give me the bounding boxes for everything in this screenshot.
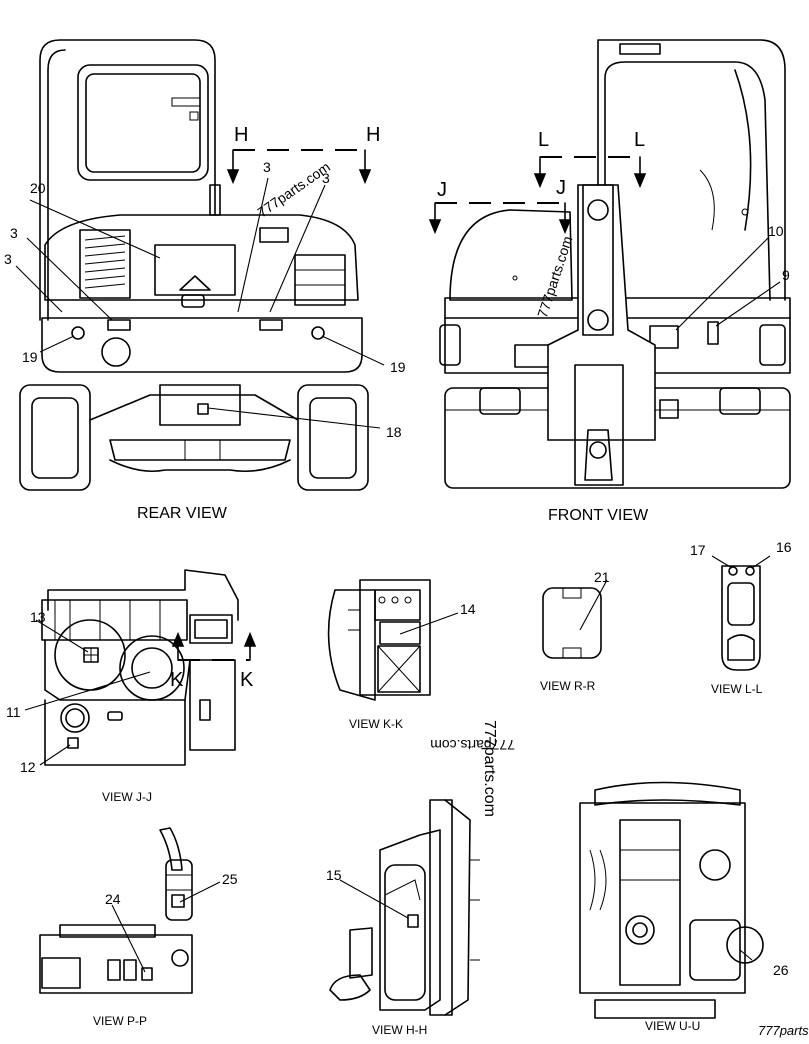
- rear-view-caption: REAR VIEW: [137, 505, 227, 522]
- view-rr-caption: VIEW R-R: [540, 679, 596, 693]
- section-h-right: H: [366, 124, 381, 146]
- callout-13: 13: [30, 609, 46, 625]
- section-k-left: K: [170, 669, 184, 691]
- callout-15: 15: [326, 867, 342, 883]
- callout-12: 12: [20, 759, 36, 775]
- watermark-5: 777parts: [758, 1023, 809, 1038]
- view-hh-drawing: [329, 799, 480, 1016]
- watermark-3: 777parts.com: [430, 737, 515, 753]
- callout-16: 16: [776, 539, 792, 555]
- callout-11: 11: [6, 704, 21, 720]
- view-kk-drawing: [327, 579, 431, 701]
- view-pp-drawing: [39, 827, 193, 994]
- view-ll-drawing: [721, 565, 761, 671]
- callout-19-right: 19: [390, 359, 406, 375]
- callout-3-a: 3: [10, 225, 18, 241]
- section-l-left: L: [538, 129, 550, 151]
- front-view-drawing: [439, 39, 791, 489]
- rear-view-drawing: [19, 39, 369, 491]
- front-view-caption: FRONT VIEW: [548, 507, 649, 524]
- callout-24: 24: [105, 891, 121, 907]
- view-hh-caption: VIEW H-H: [372, 1023, 428, 1037]
- view-kk-caption: VIEW K-K: [349, 717, 404, 731]
- watermark-4: 777parts.com: [481, 720, 498, 817]
- callout-3-d: 3: [322, 170, 330, 186]
- callout-19-left: 19: [22, 349, 38, 365]
- callout-17: 17: [690, 542, 706, 558]
- view-uu-caption: VIEW U-U: [645, 1019, 701, 1033]
- view-jj-drawing: [41, 569, 239, 766]
- callout-26: 26: [773, 962, 789, 978]
- callout-18: 18: [386, 424, 402, 440]
- section-h-left: H: [234, 124, 249, 146]
- callout-9: 9: [782, 267, 790, 283]
- callout-14: 14: [460, 601, 476, 617]
- callout-21: 21: [594, 569, 610, 585]
- view-uu-drawing: [579, 781, 764, 1019]
- view-pp-caption: VIEW P-P: [93, 1014, 148, 1028]
- callout-20: 20: [30, 180, 46, 196]
- section-l-right: L: [634, 129, 646, 151]
- section-j-right: J: [556, 177, 566, 199]
- section-k-right: K: [240, 669, 254, 691]
- callout-3-c: 3: [263, 159, 271, 175]
- view-jj-caption: VIEW J-J: [102, 790, 152, 804]
- view-ll-caption: VIEW L-L: [711, 682, 763, 696]
- callout-3-b: 3: [4, 251, 12, 267]
- callout-10: 10: [768, 223, 784, 239]
- section-j-left: J: [437, 179, 447, 201]
- callout-25: 25: [222, 871, 238, 887]
